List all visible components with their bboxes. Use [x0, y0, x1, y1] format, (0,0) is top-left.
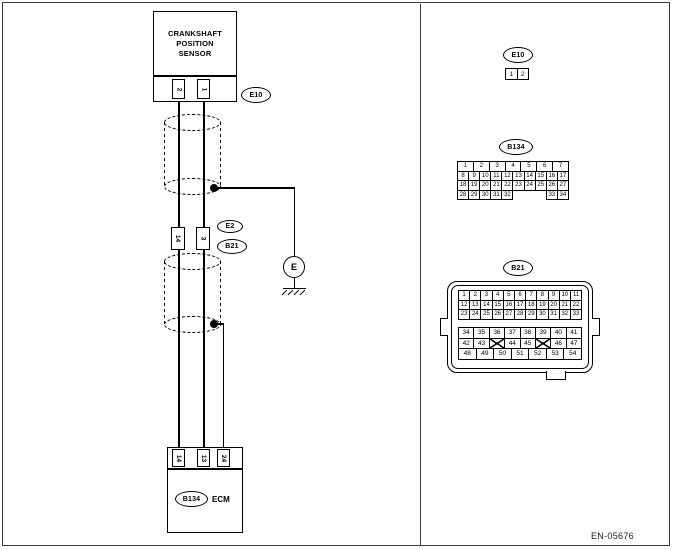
connector-label-e2: E2 [217, 220, 243, 233]
sensor-title-line: POSITION [176, 38, 214, 48]
junction-pin-cell: 14 [171, 227, 185, 250]
pin-51: 51 [510, 348, 530, 360]
pin-number: 1 [200, 87, 207, 91]
b21-shell-bottom-notch [546, 371, 566, 380]
ground-symbol: E [283, 256, 305, 278]
ecm-pin-cell: 14 [172, 449, 185, 467]
shield-cylinder2-left-side [164, 261, 165, 324]
pinout-label-e10: E10 [503, 47, 533, 63]
shield-cylinder2-top-ellipse [164, 253, 221, 270]
pin-53: 53 [545, 348, 565, 360]
shield-cylinder1-left-side [164, 122, 165, 186]
pin-48: 48 [458, 348, 477, 360]
pin-54: 54 [563, 348, 583, 360]
shield-drain-horizontal [214, 323, 224, 325]
pin-50: 50 [493, 348, 512, 360]
connector-label-e10: E10 [241, 87, 271, 103]
pin-number: 13 [199, 454, 207, 462]
ecm-pin-cell: 13 [197, 449, 210, 467]
pin-number: 3 [199, 236, 207, 241]
pin-number: 24 [219, 454, 227, 462]
shield-cylinder1-right-side [220, 122, 221, 186]
shield-cylinder1-bottom-ellipse [164, 178, 221, 195]
ecm-label: ECM [212, 495, 230, 504]
sensor-pin-cell: 2 [172, 79, 185, 99]
pin-33: 33 [569, 309, 583, 320]
junction-pin-cell: 3 [196, 227, 210, 250]
pinout-label-b21: B21 [503, 260, 533, 276]
b21-shell-left-tab [440, 318, 448, 336]
b21-connector-shell-inner [451, 285, 589, 369]
ground-wire-vertical [293, 188, 295, 256]
figure-code: EN-05676 [591, 531, 634, 541]
panel-divider [420, 4, 421, 546]
signal-wire-right [202, 101, 205, 447]
shield-cylinder2-bottom-ellipse [164, 316, 221, 333]
pin-number: 14 [174, 234, 182, 243]
shield-cylinder1-top-ellipse [164, 114, 221, 131]
pin-32: 32 [501, 189, 514, 200]
pin-52: 52 [528, 348, 547, 360]
sensor-title-line: CRANKSHAFT [167, 28, 223, 38]
sensor-connector-box [153, 76, 237, 102]
ground-label: E [290, 262, 297, 272]
pin-34: 34 [556, 189, 569, 200]
pin-2: 2 [516, 68, 529, 80]
signal-wire-left [177, 101, 180, 447]
ground-wire-horizontal [214, 187, 295, 189]
ground-stem [293, 278, 295, 288]
b21-shell-right-tab [592, 318, 600, 336]
pin-number: 2 [175, 87, 182, 91]
shield-cylinder2-right-side [220, 261, 221, 324]
connector-label-b21: B21 [217, 239, 247, 254]
shield-drain-wire [222, 323, 224, 447]
ground-bar [283, 288, 306, 290]
connector-label-b134: B134 [175, 491, 208, 507]
crankshaft-position-sensor-box: CRANKSHAFT POSITION SENSOR [153, 11, 237, 76]
ecm-pin-cell: 24 [217, 449, 230, 467]
pin-number: 14 [174, 454, 182, 462]
pin-49: 49 [475, 348, 495, 360]
pinout-label-b134: B134 [499, 139, 533, 155]
sensor-title-line: SENSOR [178, 48, 212, 58]
sensor-pin-cell: 1 [197, 79, 210, 99]
